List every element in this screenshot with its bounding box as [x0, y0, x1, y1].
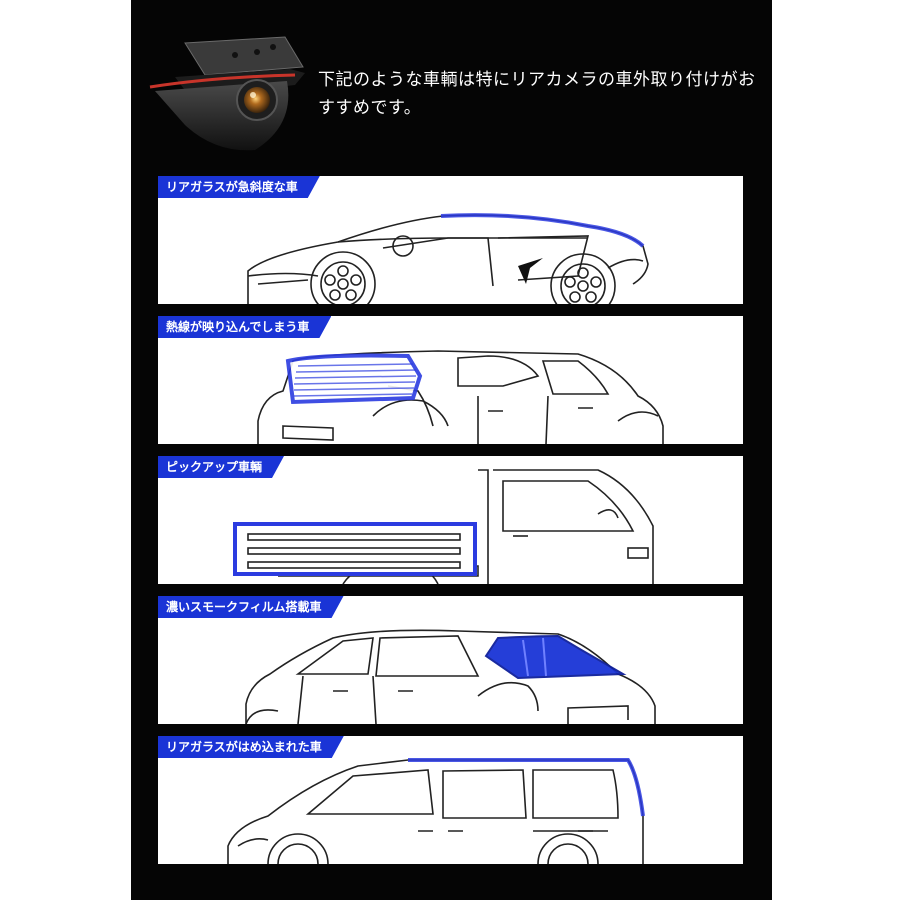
- section-label: 濃いスモークフィルム搭載車: [158, 596, 344, 618]
- hatchback-rear-defroster-icon: [257, 350, 664, 444]
- hatchback-tinted-window-icon: [245, 629, 656, 724]
- section-label: リアガラスがはめ込まれた車: [158, 736, 344, 758]
- rear-camera-icon: [149, 36, 305, 151]
- pickup-truck-icon: [233, 469, 654, 584]
- section-label: 熱線が映り込んでしまう車: [158, 316, 331, 338]
- sports-car-icon: [247, 213, 649, 304]
- section-steep-rear-glass: リアガラスが急斜度な車: [158, 176, 743, 304]
- minivan-icon: [227, 758, 645, 864]
- intro-text: 下記のような車輌は特にリアカメラの車外取り付けがおすすめです。: [318, 70, 756, 118]
- section-label: ピックアップ車輌: [158, 456, 284, 478]
- section-fixed-rear-glass: リアガラスがはめ込まれた車: [158, 736, 743, 864]
- section-defroster-reflection: 熱線が映り込んでしまう車: [158, 316, 743, 444]
- section-pickup-truck: ピックアップ車輌: [158, 456, 743, 584]
- section-dark-smoke-film: 濃いスモークフィルム搭載車: [158, 596, 743, 724]
- section-label: リアガラスが急斜度な車: [158, 176, 320, 198]
